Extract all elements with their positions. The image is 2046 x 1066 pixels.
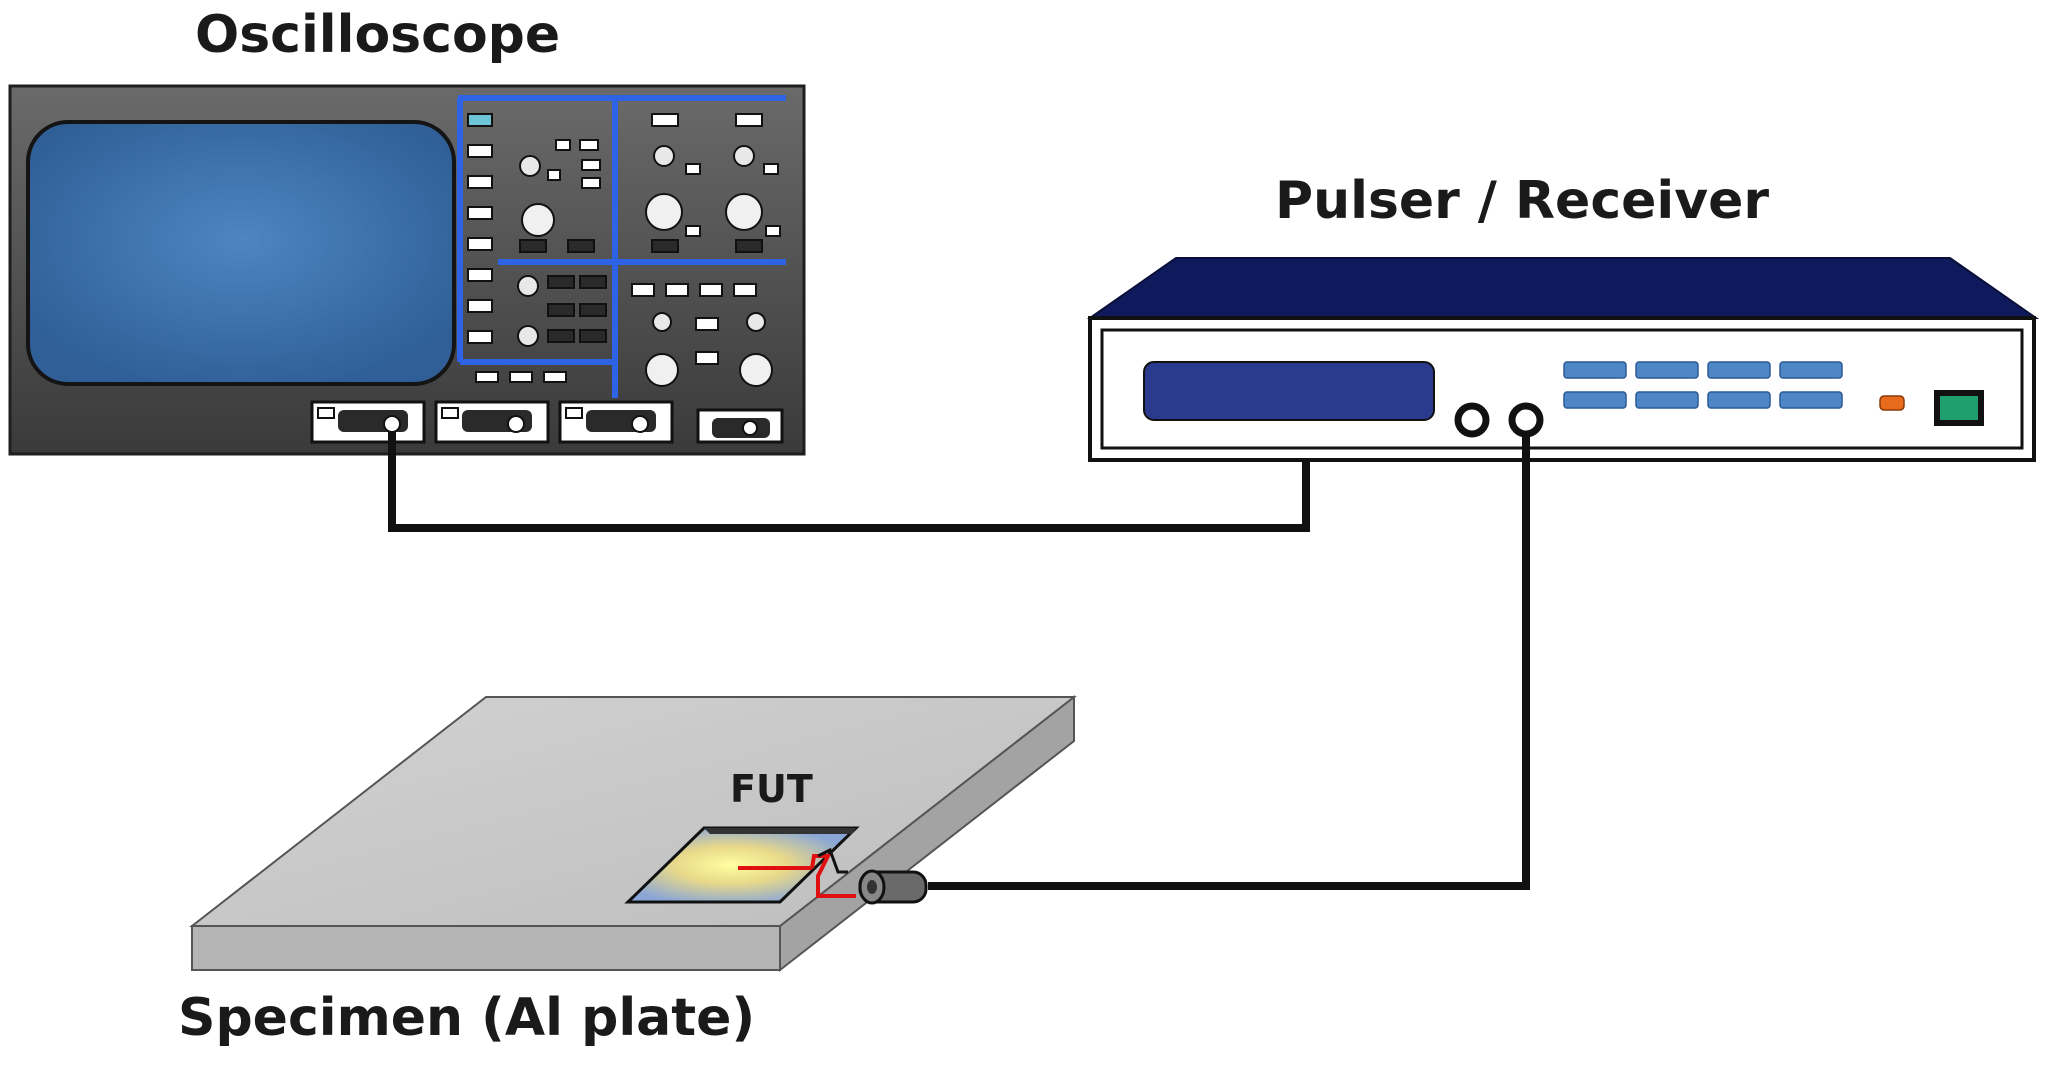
pulser-led-icon (1879, 395, 1905, 411)
aluminum-plate-icon (189, 694, 1077, 973)
oscilloscope-side-buttons (467, 113, 493, 344)
oscilloscope-label: Oscilloscope (195, 5, 560, 65)
cables (388, 432, 1530, 890)
oscilloscope-screen (26, 120, 456, 386)
fut-label: FUT (730, 767, 813, 811)
oscilloscope-control-panel (457, 95, 786, 398)
oscilloscope-to-pulser-cable (388, 432, 1310, 532)
pulser-input-connector-icon (1454, 402, 1490, 438)
bnc-connector-icon (858, 869, 928, 905)
pulser-buttons (1563, 361, 1843, 409)
pulser-receiver-icon (1086, 257, 2040, 462)
oscilloscope-icon (8, 84, 806, 456)
fut-sensor-icon (624, 826, 860, 904)
pulser-output-connector-icon (1508, 402, 1544, 438)
pulser-display (1143, 361, 1435, 421)
oscilloscope-channel-inputs (310, 400, 784, 444)
pulser-receiver-label: Pulser / Receiver (1275, 171, 1769, 231)
specimen-label: Specimen (Al plate) (178, 988, 755, 1048)
pulser-to-fut-cable (928, 434, 1530, 890)
